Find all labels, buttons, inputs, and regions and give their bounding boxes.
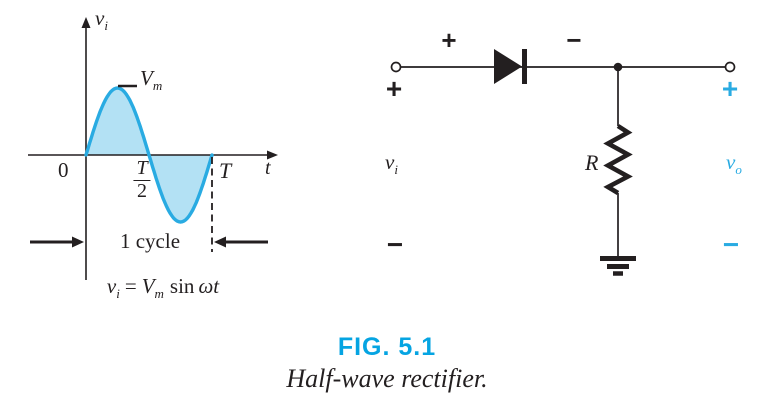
figure-caption-label: FIG. 5.1 [337, 333, 437, 361]
equation-sin: sin [169, 274, 195, 298]
output-voltage-label: vo [726, 150, 742, 177]
vi-axis-label-sub: i [104, 18, 108, 34]
input-plus-sign: + [385, 73, 403, 104]
origin-label: 0 [58, 158, 69, 182]
input-terminal-icon [390, 61, 402, 73]
vi-axis-label: vi [95, 6, 108, 33]
vi-axis-label-base: v [95, 6, 105, 30]
period-label: T [219, 158, 232, 183]
output-minus-sign: − [722, 229, 740, 260]
diode-cathode-minus-sign: − [566, 25, 582, 55]
vm-peak-label-sub: m [152, 78, 163, 94]
equation-lhs-sub: i [116, 286, 120, 302]
cycle-left-arrowhead-icon [72, 236, 84, 248]
output-plus-sign: + [721, 73, 739, 104]
t-axis-arrowhead-icon [267, 150, 278, 160]
half-period-denominator: 2 [137, 180, 147, 202]
cycle-right-arrowhead-icon [214, 236, 226, 248]
vm-peak-label: Vm [140, 66, 162, 93]
input-minus-sign: − [386, 229, 404, 260]
resistor-label: R [585, 150, 599, 175]
vm-peak-label-base: V [140, 66, 153, 90]
t-axis-label: t [265, 157, 271, 179]
input-voltage-sub: i [394, 162, 398, 178]
ground-icon [600, 256, 636, 276]
equation-rhs: V [141, 274, 155, 298]
input-voltage-label: vi [385, 150, 398, 177]
cycle-span-arrows [30, 236, 268, 248]
equation-lhs: v [106, 274, 117, 298]
sine-curve [84, 86, 214, 224]
waveform-plot [28, 17, 278, 280]
figure-caption-text: Half-wave rectifier. [286, 364, 488, 393]
cycle-label: 1 cycle [119, 229, 181, 253]
output-voltage-sub: o [735, 162, 742, 178]
equation-equals: = [124, 274, 137, 298]
input-voltage-base: v [385, 150, 395, 174]
equation-rhs-sub: m [154, 286, 164, 302]
figure-artwork [28, 17, 736, 280]
equation-omega-t: ωt [198, 274, 220, 298]
half-period-numerator: T [133, 158, 151, 181]
output-terminal-icon [724, 61, 736, 73]
resistor-icon [603, 124, 633, 195]
circuit-diagram [390, 49, 736, 276]
diode-anode-plus-sign: + [441, 25, 457, 55]
vi-axis-arrowhead-icon [81, 17, 91, 28]
diode-icon [494, 49, 522, 84]
output-voltage-base: v [726, 150, 736, 174]
